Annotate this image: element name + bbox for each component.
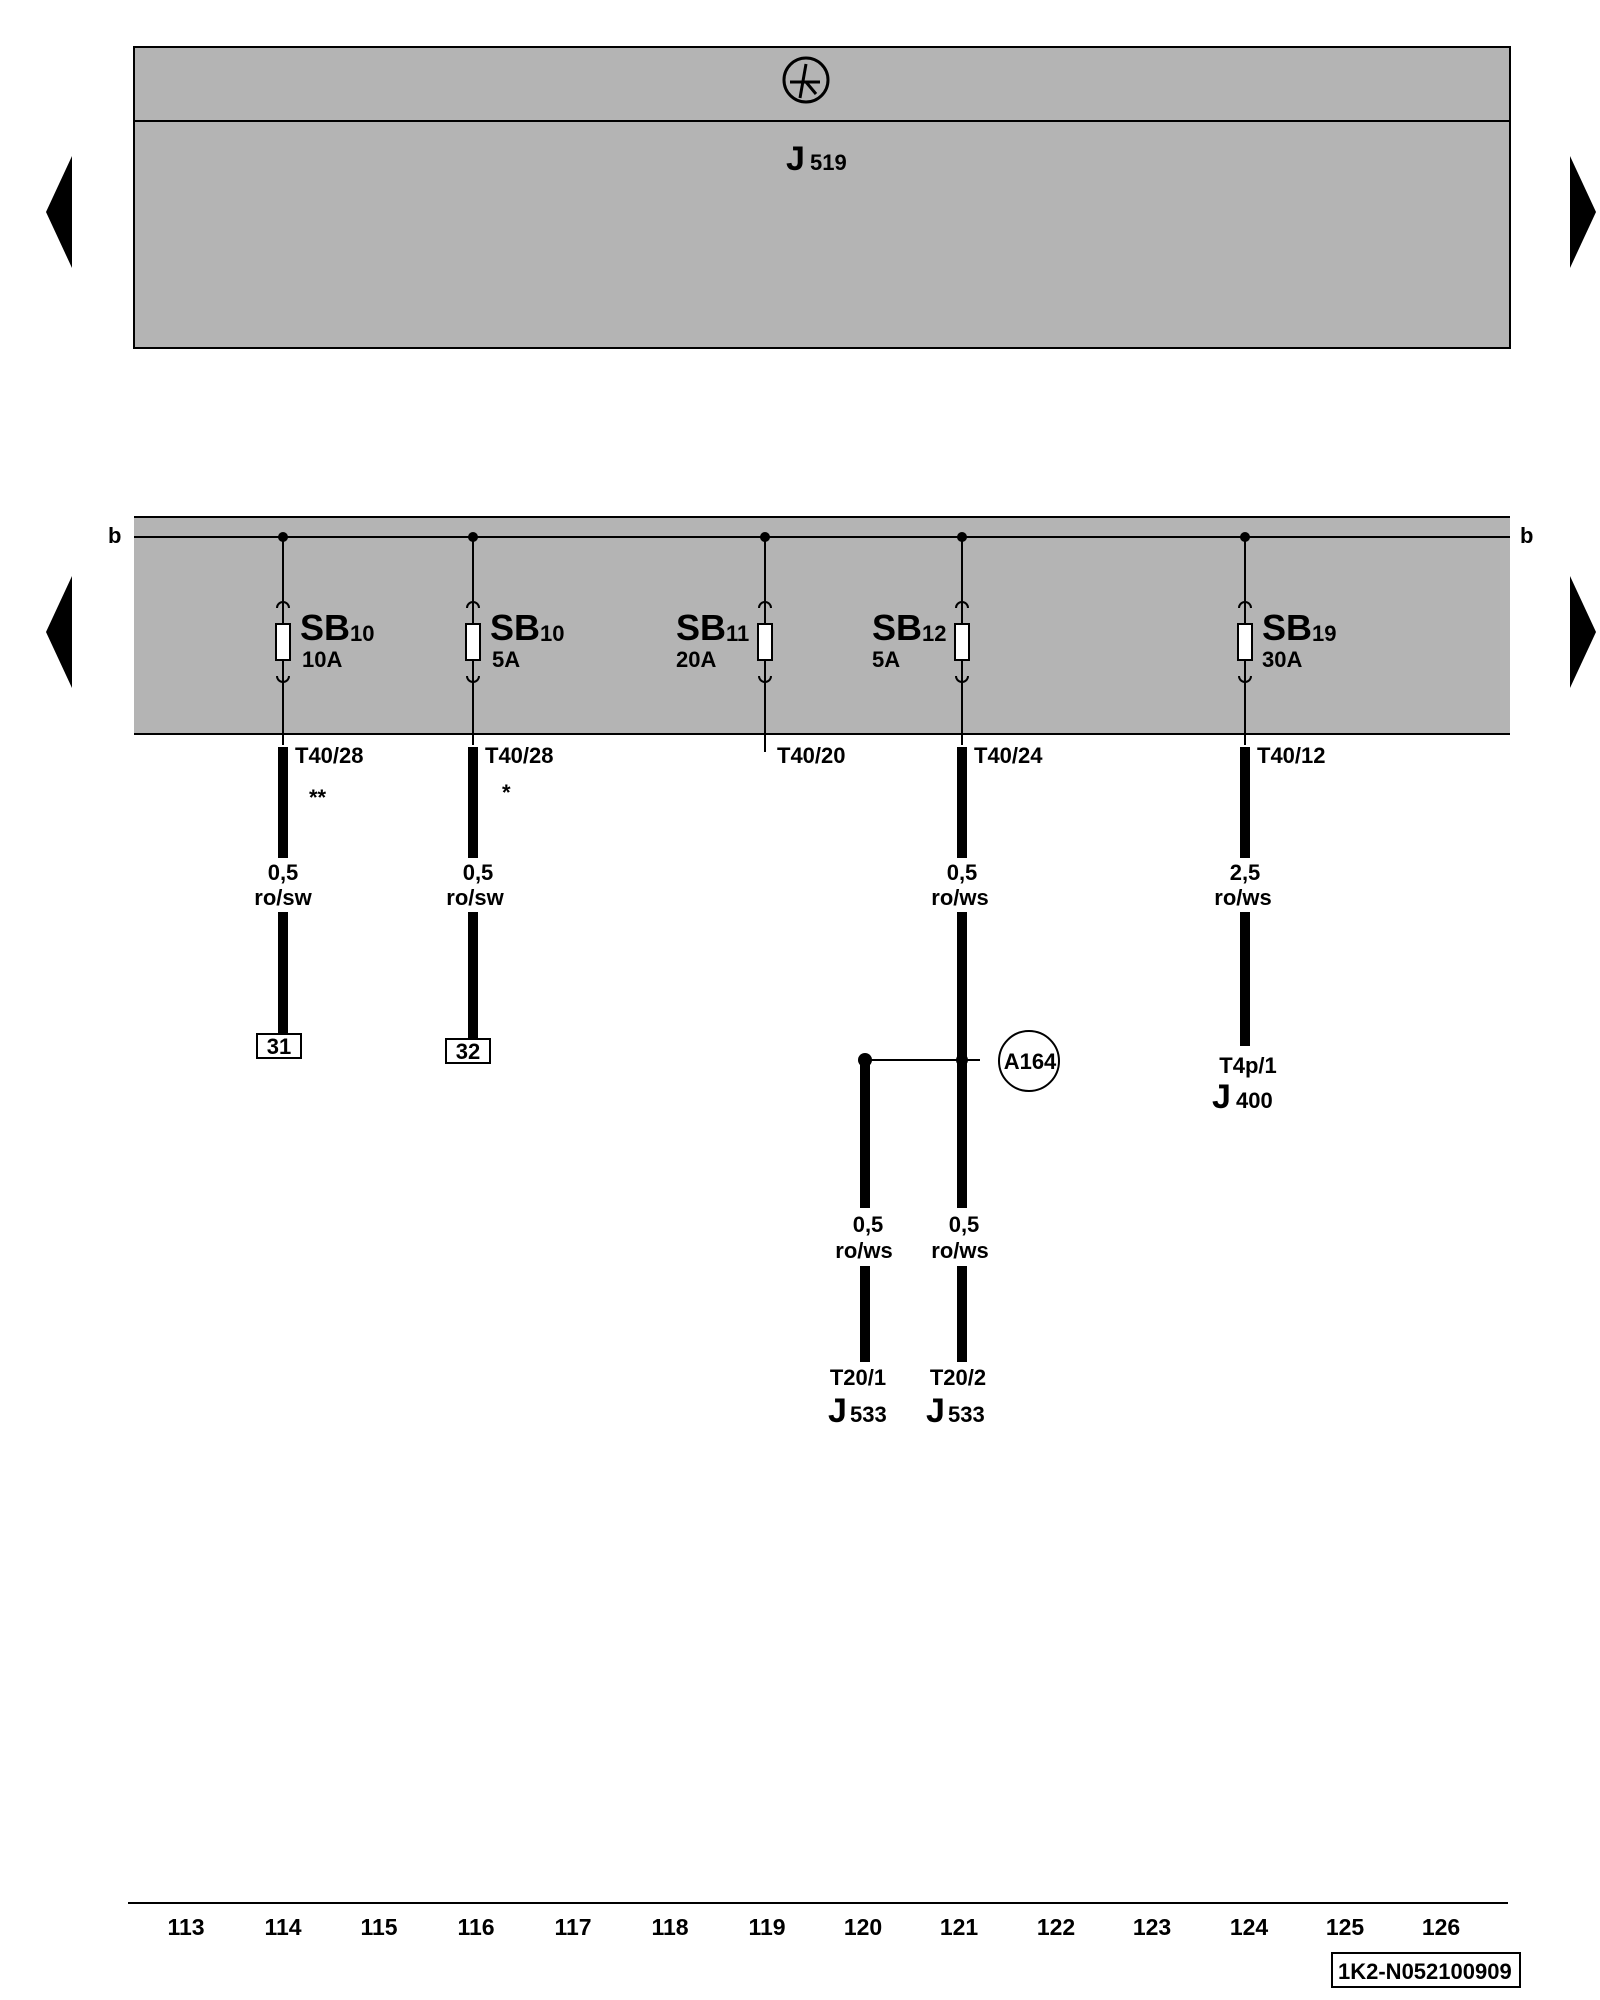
prev-page-arrow-icon[interactable] [46,156,72,268]
column-number: 116 [457,1914,494,1940]
terminal-box [256,1033,302,1059]
fuse-panel: b b [108,516,1533,735]
doc-id: 1K2-N052100909 [1338,1959,1512,1984]
fuse-rating: 20A [676,647,716,672]
connector-label: T40/20 [777,743,846,768]
fuse-sb10-10a: SB 10 10A [275,532,374,745]
fuse-symbol-icon [757,623,773,661]
variant-mark: * [502,780,511,805]
module-panel-j519: J 519 [133,46,1511,349]
fuse-num: 11 [726,621,749,646]
wire-color: ro/sw [446,885,504,910]
fuse-num: 10 [350,621,374,646]
fuse-num: 12 [922,621,946,646]
column-number: 121 [940,1914,979,1940]
column-number: 120 [844,1914,882,1940]
doc-id-box: 1K2-N052100909 [1331,1952,1521,1988]
wire-color: ro/sw [254,885,312,910]
wire-color: ro/ws [931,885,988,910]
fuse-symbol-icon [1237,623,1253,661]
wire-color: ro/ws [931,1238,988,1263]
column-number: 123 [1133,1914,1171,1940]
fuse-name: SB [1262,607,1312,648]
fuse-symbol-icon [465,623,481,661]
fuse-rating: 30A [1262,647,1302,672]
connector-label: T40/24 [974,743,1043,768]
fuse-sb12-5a: SB 12 5A [872,532,970,745]
wire-color: ro/ws [835,1238,892,1263]
end-component-sub: 400 [1236,1088,1273,1113]
wire-124: 2,5 ro/ws T4p/1 J 400 [1212,747,1277,1116]
wire-size: 0,5 [463,860,494,885]
wire-size: 2,5 [1230,860,1261,885]
connector-label: T40/12 [1257,743,1326,768]
wire-size: 0,5 [949,1212,980,1237]
fuse-num: 10 [540,621,564,646]
branch-wire-t20-1: 0,5 ro/ws T20/1 J 533 [828,1060,893,1430]
wire-size: 0,5 [947,860,978,885]
terminal-label: 31 [267,1034,291,1059]
fuse-name: SB [490,607,540,648]
end-component: J [1212,1078,1231,1116]
end-pin-label: T4p/1 [1219,1053,1276,1078]
column-number: 124 [1230,1914,1269,1940]
connector-label: T40/28 [295,743,364,768]
column-number: 117 [554,1914,591,1940]
column-number: 118 [651,1914,688,1940]
column-number: 125 [1326,1914,1365,1940]
ground-symbol-icon [782,56,830,104]
variant-mark: ** [309,785,327,810]
fuse-num: 19 [1312,621,1336,646]
component-label: J [926,1392,945,1430]
terminal-box [445,1038,491,1064]
module-label-sub: 519 [810,150,847,175]
fuse-rating: 5A [492,647,520,672]
branch-wire-t20-2: 0,5 ro/ws T20/2 J 533 [926,1212,989,1430]
terminal-label: 32 [456,1039,480,1064]
module-label: J [786,140,805,178]
next-page-arrow-icon[interactable] [1570,156,1596,268]
prev-page-arrow-icon-lower[interactable] [46,576,72,688]
splice-label: A164 [1004,1049,1057,1074]
fuse-rating: 10A [302,647,342,672]
wire-size: 0,5 [853,1212,884,1237]
column-number: 119 [748,1914,785,1940]
fuse-symbol-icon [954,623,970,661]
wire-121: 0,5 ro/ws [931,747,989,1208]
column-numbers: 113 114 115 116 117 118 119 120 121 122 … [167,1914,1460,1940]
wire-116: 0,5 ro/sw 32 [445,747,505,1064]
column-number: 126 [1422,1914,1460,1940]
fuse-name: SB [872,607,922,648]
wire-114: 0,5 ro/sw 31 [254,747,313,1059]
column-number: 115 [360,1914,397,1940]
fuse-sb19-30a: SB 19 30A [1237,532,1336,745]
fuse-name: SB [676,607,726,648]
fuse-symbol-icon [275,623,291,661]
fuse-sb11-20a: SB 11 20A [676,532,773,752]
connector-label: T40/28 [485,743,554,768]
next-page-arrow-icon-lower[interactable] [1570,576,1596,688]
bus-label-right: b [1520,523,1533,548]
component-label: J [828,1392,847,1430]
column-number: 114 [264,1914,301,1940]
wire-size: 0,5 [268,860,299,885]
bus-label-left: b [108,523,121,548]
fuse-sb10-5a: SB 10 5A [465,532,564,745]
pin-label: T20/2 [930,1365,986,1390]
fuse-name: SB [300,607,350,648]
column-number: 122 [1037,1914,1075,1940]
component-label-sub: 533 [948,1402,985,1427]
fuse-rating: 5A [872,647,900,672]
pin-label: T20/1 [830,1365,886,1390]
column-number: 113 [167,1914,204,1940]
component-label-sub: 533 [850,1402,887,1427]
wire-color: ro/ws [1214,885,1271,910]
